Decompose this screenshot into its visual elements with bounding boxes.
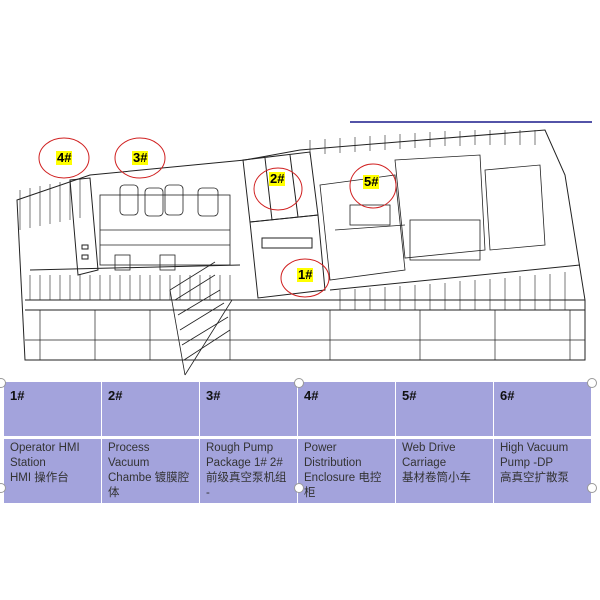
power-distribution-cabinet xyxy=(69,177,99,276)
legend-id: 5# xyxy=(395,382,494,439)
legend-id: 3# xyxy=(199,382,298,439)
web-drive-carriage xyxy=(319,174,406,281)
legend-id: 6# xyxy=(493,382,592,439)
callout-label-2: 2# xyxy=(269,171,286,186)
resize-handle-top-right[interactable] xyxy=(587,378,597,388)
callout-circle-5 xyxy=(349,163,397,209)
legend-desc: Process Vacuum Chambe 镀膜腔体 xyxy=(101,437,200,503)
legend-id: 4# xyxy=(297,382,396,439)
callout-label-4: 4# xyxy=(56,150,73,165)
legend-id: 2# xyxy=(101,382,200,439)
callout-label-3: 3# xyxy=(132,150,149,165)
callout-label-5: 5# xyxy=(363,174,380,189)
resize-handle-bottom-middle[interactable] xyxy=(294,483,304,493)
legend-desc: Rough Pump Package 1# 2#前级真空泵机组 - xyxy=(199,437,298,503)
process-vacuum-chamber xyxy=(242,151,326,299)
callout-circle-4 xyxy=(38,137,90,179)
high-vacuum-pump-area xyxy=(394,154,546,261)
legend-header-row: 1# 2# 3# 4# 5# 6# xyxy=(3,382,592,439)
callout-circle-3 xyxy=(114,137,166,179)
staircase xyxy=(169,261,233,376)
callout-label-1: 1# xyxy=(297,267,314,282)
callout-circle-2 xyxy=(253,167,303,211)
legend-id: 1# xyxy=(3,382,102,439)
resize-handle-bottom-right[interactable] xyxy=(587,483,597,493)
rough-pump-package xyxy=(99,184,231,271)
callout-circle-1 xyxy=(280,258,330,298)
legend-desc: Power Distribution Enclosure 电控柜 xyxy=(297,437,396,503)
resize-handle-bottom-left[interactable] xyxy=(0,483,6,493)
callout-circles xyxy=(38,137,397,298)
resize-handle-top-left[interactable] xyxy=(0,378,6,388)
platform-frame xyxy=(16,129,586,361)
resize-handle-top-middle[interactable] xyxy=(294,378,304,388)
